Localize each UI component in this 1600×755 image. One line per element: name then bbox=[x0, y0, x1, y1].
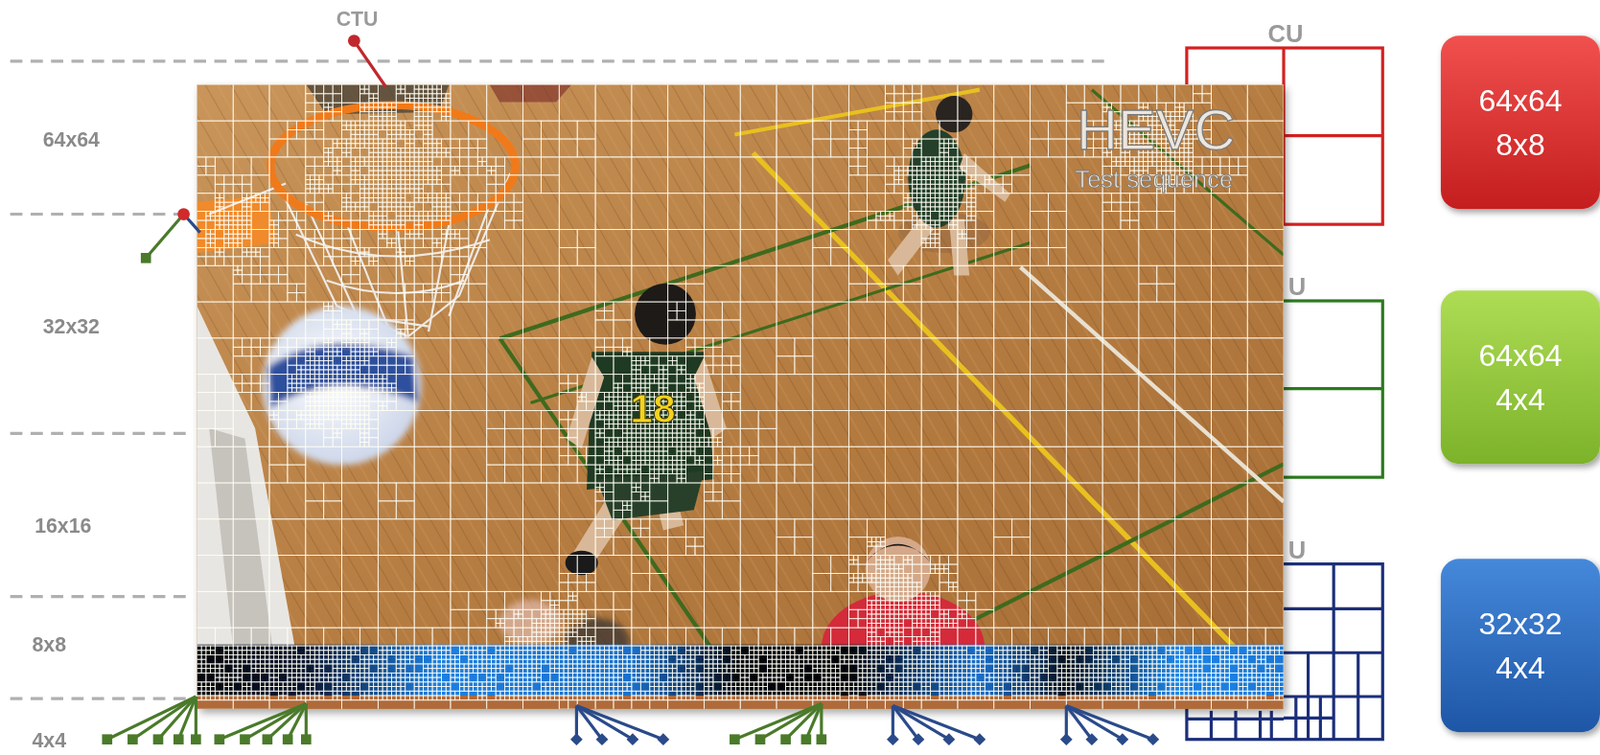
player-head bbox=[634, 283, 696, 346]
player-head bbox=[935, 95, 973, 133]
player-shoe bbox=[565, 551, 599, 577]
